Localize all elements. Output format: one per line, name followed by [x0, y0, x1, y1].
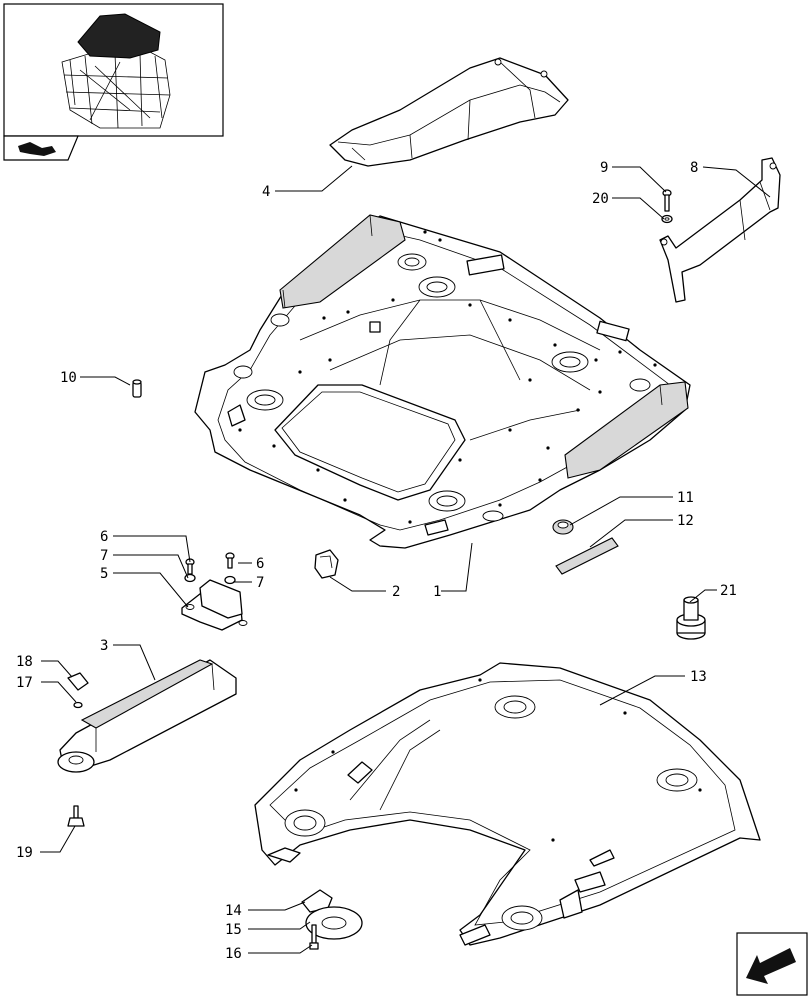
vent-hole	[428, 490, 466, 512]
part-2-clip	[314, 549, 339, 579]
callout-14: 14	[225, 903, 242, 919]
callout-3: 3	[100, 638, 108, 654]
part-5-mount-bracket	[181, 579, 248, 631]
part-10-plug	[132, 379, 142, 398]
callout-10: 10	[60, 370, 77, 386]
callout-9: 9	[600, 160, 608, 176]
callout-1: 1	[433, 584, 441, 600]
callout-labels: 1 2 3 4 5 6 6 7 7 8 9 10 11 12 13 14 15 …	[16, 160, 737, 962]
part-9-screw	[662, 189, 672, 212]
callout-18: 18	[16, 654, 33, 670]
part-1-roof-shell	[194, 214, 691, 549]
part-18-clip	[67, 672, 89, 691]
callout-15: 15	[225, 922, 242, 938]
callout-5: 5	[100, 566, 108, 582]
part-17-washer	[73, 701, 83, 709]
vent-hole	[397, 253, 427, 271]
callout-11: 11	[677, 490, 694, 506]
callout-6-right: 6	[256, 556, 264, 572]
vent-hole	[551, 351, 589, 373]
part-7-washer	[224, 575, 236, 585]
part-8-bracket	[659, 157, 781, 303]
callout-2: 2	[392, 584, 400, 600]
callout-7-right: 7	[256, 575, 264, 591]
callout-7-left: 7	[100, 548, 108, 564]
callout-20: 20	[592, 191, 609, 207]
book-arrow-icon[interactable]	[3, 135, 79, 161]
part-21-knob	[676, 596, 706, 640]
callout-4: 4	[262, 184, 270, 200]
tractor-cab-thumbnail-icon[interactable]	[3, 3, 224, 137]
callout-21: 21	[720, 583, 737, 599]
callout-19: 19	[16, 845, 33, 861]
part-14-clip	[301, 889, 333, 913]
callout-12: 12	[677, 513, 694, 529]
part-19-bolt	[67, 805, 85, 827]
part-11-grommet	[552, 519, 574, 535]
part-13-headliner	[254, 662, 761, 946]
next-page-arrow-icon[interactable]	[736, 932, 808, 996]
part-20-washer	[661, 214, 673, 224]
part-12-strip	[555, 537, 619, 575]
part-4-roof-panel	[329, 57, 569, 167]
vent-hole	[418, 276, 456, 298]
part-15-ring	[305, 906, 363, 940]
callout-16: 16	[225, 946, 242, 962]
callout-6-left: 6	[100, 529, 108, 545]
leader-lines	[40, 165, 771, 954]
callout-13: 13	[690, 669, 707, 685]
callout-8: 8	[690, 160, 698, 176]
part-6-screw	[225, 552, 235, 569]
part-3-support	[57, 659, 237, 773]
vent-hole	[246, 389, 284, 411]
callout-17: 17	[16, 675, 33, 691]
